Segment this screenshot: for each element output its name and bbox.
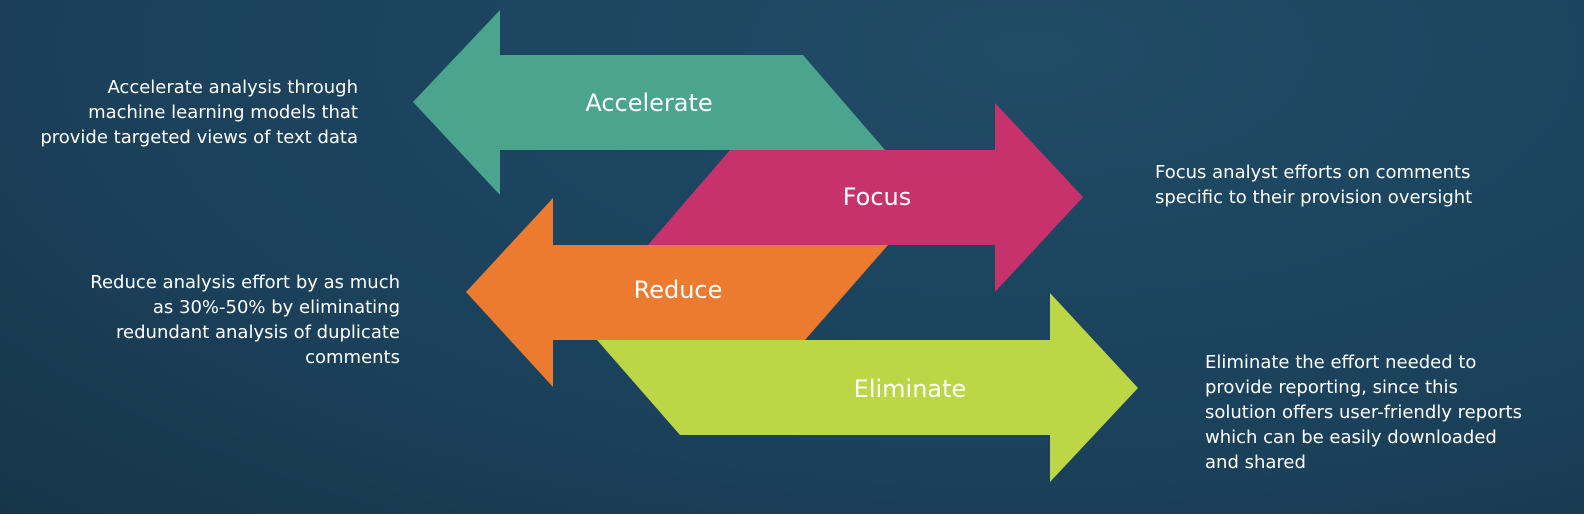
description-eliminate: Eliminate the effort needed to provide r…	[1205, 352, 1522, 473]
arrow-eliminate	[597, 293, 1138, 482]
description-reduce: Reduce analysis effort by as much as 30%…	[90, 272, 400, 368]
description-accelerate: Accelerate analysis through machine lear…	[40, 77, 358, 148]
arrow-label-accelerate: Accelerate	[585, 89, 712, 117]
arrow-label-eliminate: Eliminate	[854, 375, 967, 403]
description-focus: Focus analyst efforts on comments specif…	[1155, 162, 1473, 208]
arrow-label-focus: Focus	[843, 183, 912, 211]
arrow-reduce	[466, 198, 888, 387]
arrow-focus	[648, 103, 1083, 292]
arrow-label-reduce: Reduce	[634, 276, 723, 304]
arrow-accelerate	[413, 10, 885, 195]
